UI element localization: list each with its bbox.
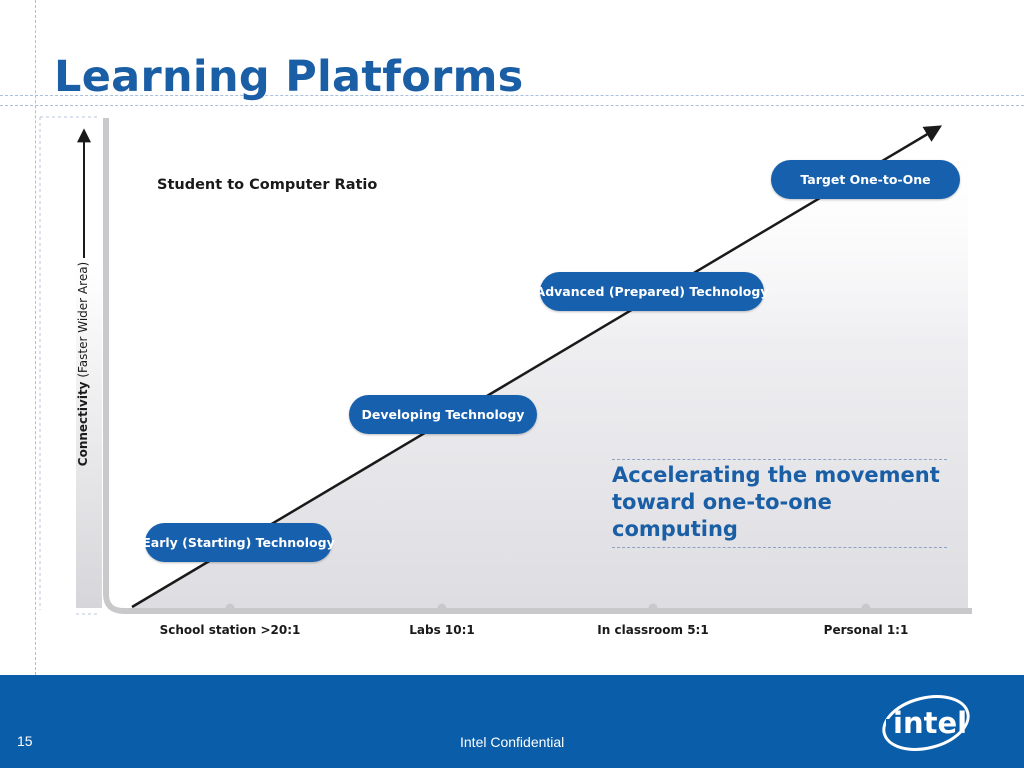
x-tick-3 <box>648 603 658 613</box>
intel-logo-text: intel <box>893 706 967 740</box>
x-category-personal: Personal 1:1 <box>823 623 909 637</box>
page-number: 15 <box>17 733 33 749</box>
ratio-label: Student to Computer Ratio <box>157 177 378 193</box>
stage-advanced: Advanced (Prepared) Technology <box>536 272 768 311</box>
guide-line-second <box>0 105 1024 106</box>
x-tick-4 <box>861 603 871 613</box>
background-dashes <box>39 116 100 615</box>
stage-early: Early (Starting) Technology <box>142 523 335 562</box>
y-axis-label-rest: (Faster Wider Area) <box>76 261 90 378</box>
x-category-labs: Labs 10:1 <box>409 623 475 637</box>
slide-title: Learning Platforms <box>54 52 524 102</box>
x-tick-2 <box>437 603 447 613</box>
x-category-school-station: School station >20:1 <box>159 623 301 637</box>
footer-confidential: Intel Confidential <box>460 734 565 750</box>
guide-line-vertical <box>35 0 36 675</box>
x-axis-ticks <box>225 603 871 613</box>
axis-frame <box>103 118 972 614</box>
stage-developing: Developing Technology <box>349 395 537 434</box>
x-category-in-classroom: In classroom 5:1 <box>597 623 709 637</box>
tagline-line-2: toward one-to-one computing <box>612 490 832 541</box>
x-tick-1 <box>225 603 235 613</box>
y-axis-label: Connectivity (Faster Wider Area) <box>76 262 90 466</box>
intel-logo: intel <box>882 695 970 751</box>
footer-bar: 15 Intel Confidential intel <box>0 675 1024 768</box>
y-axis-band <box>76 262 102 608</box>
tagline-line-1: Accelerating the movement <box>612 463 940 487</box>
guide-line-top <box>0 95 1024 96</box>
y-axis-label-bold: Connectivity <box>76 381 90 467</box>
growth-area <box>132 128 968 608</box>
stage-target: Target One-to-One <box>771 160 960 199</box>
diagram-graphic <box>39 116 972 615</box>
tagline: Accelerating the movement toward one-to-… <box>612 459 947 548</box>
